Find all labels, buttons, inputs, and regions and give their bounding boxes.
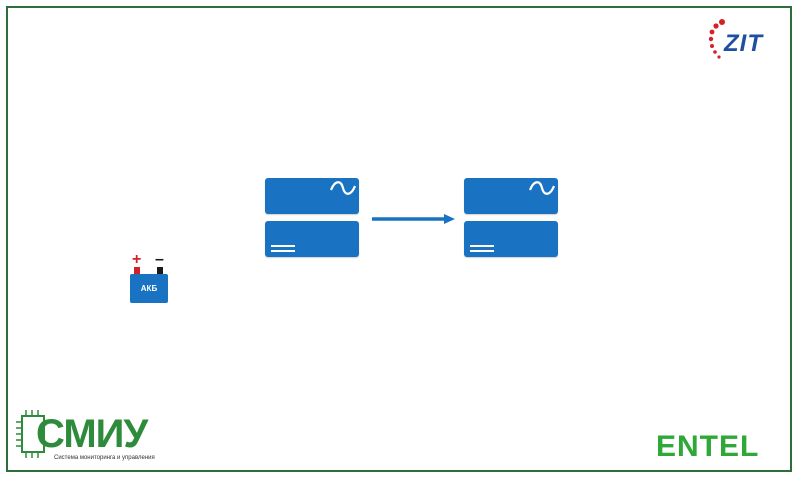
sine-wave-icon [528,181,556,195]
dc-lines-icon [470,245,494,252]
chip-icon [16,410,45,458]
smiu-logo: СМИУ Система мониторинга и управления [14,408,164,466]
zit-logo: ZIT [708,16,790,64]
unit-right-dc-block[interactable] [464,221,558,257]
battery-minus-sign: – [155,251,164,268]
battery-label: АКБ [140,284,158,293]
unit-right-ac-block[interactable] [464,178,558,214]
smiu-logo-subtitle: Система мониторинга и управления [54,455,155,461]
battery-akb[interactable]: + – АКБ [130,251,170,306]
unit-left-ac-block[interactable] [265,178,359,214]
zit-dots-icon [708,19,725,59]
battery-plus-sign: + [132,251,142,268]
dc-lines-icon [271,245,295,252]
diagram-frame [6,6,792,472]
entel-logo: ENTEL [656,430,760,463]
sine-wave-icon [329,181,357,195]
zit-logo-text: ZIT [724,30,763,57]
battery-minus-terminal [157,267,163,274]
smiu-logo-title: СМИУ [36,412,148,456]
battery-body: АКБ [130,274,168,303]
unit-left-dc-block[interactable] [265,221,359,257]
battery-plus-terminal [134,267,140,274]
flow-arrow-icon [372,214,455,224]
